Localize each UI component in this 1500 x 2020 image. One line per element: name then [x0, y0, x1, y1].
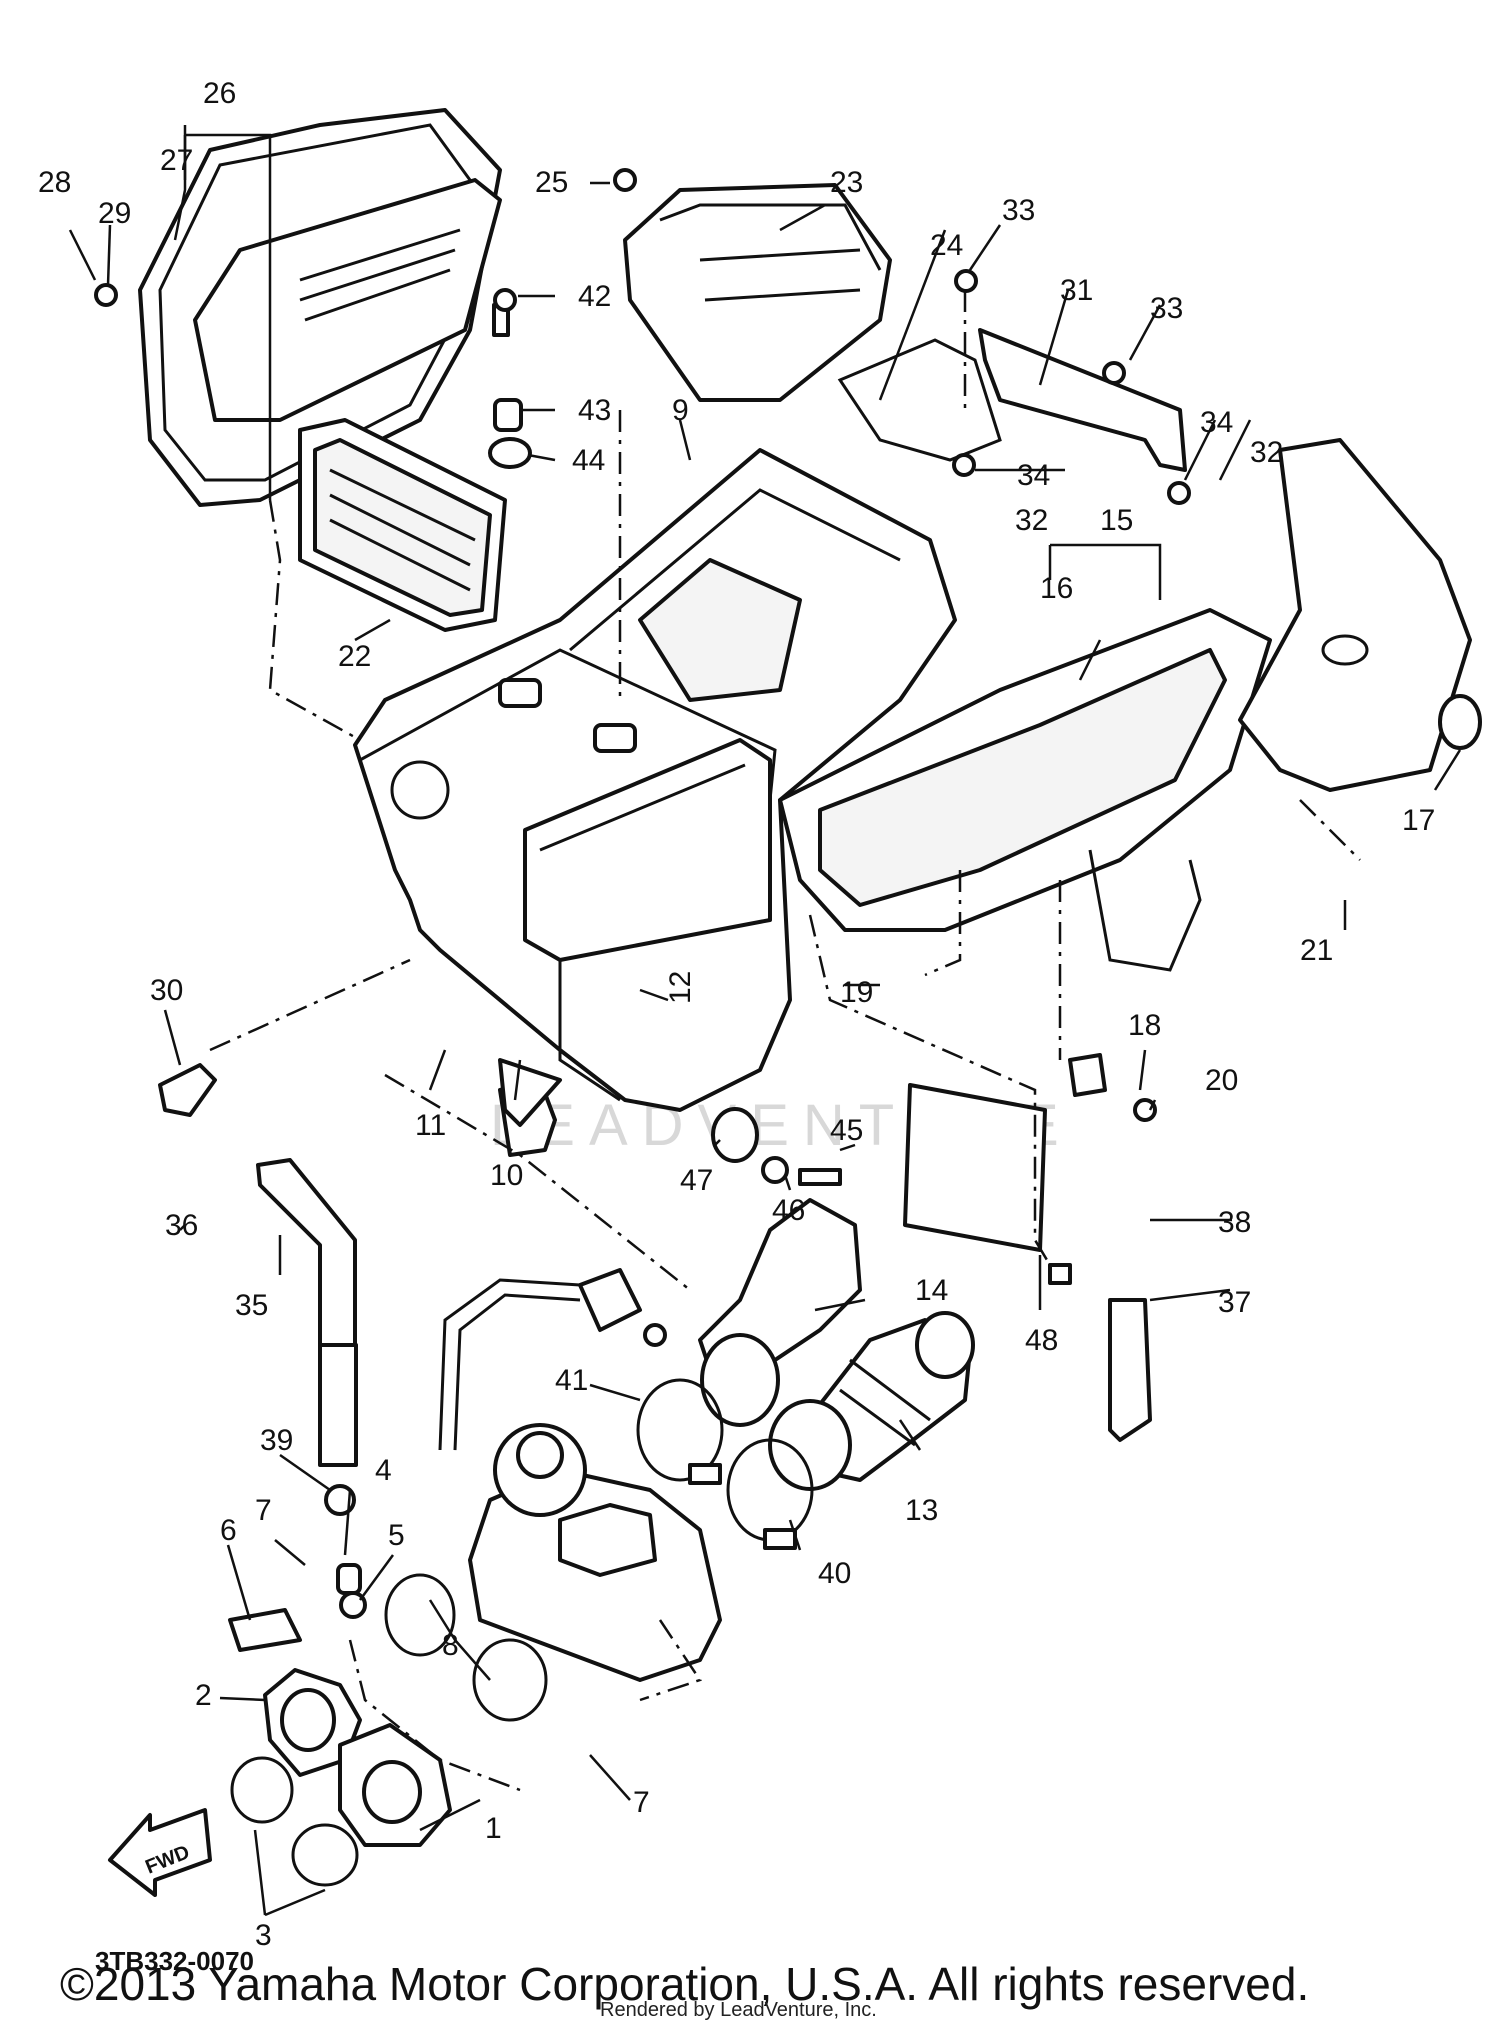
assembly-lines	[209, 290, 1361, 1792]
air-filter-element	[298, 418, 507, 632]
air-cleaner-cover	[138, 108, 502, 507]
callout-43: 43	[578, 394, 611, 427]
callout-16: 16	[1040, 572, 1073, 605]
callout-7b: 7	[633, 1786, 650, 1819]
callout-13: 13	[905, 1494, 938, 1527]
callout-33: 33	[1002, 194, 1035, 227]
callout-5: 5	[388, 1519, 405, 1552]
callout-48: 48	[1025, 1324, 1058, 1357]
callout-3: 3	[255, 1919, 272, 1952]
callout-14: 14	[915, 1274, 948, 1307]
drain-hose	[1108, 1298, 1152, 1442]
air-box-main	[353, 448, 957, 1112]
callout-12: 12	[664, 971, 697, 1004]
breather-hose	[256, 1158, 358, 1467]
callout-21: 21	[1300, 934, 1333, 967]
joint-clamps	[384, 1573, 548, 1722]
callout-20: 20	[1205, 1064, 1238, 1097]
leader-lines	[68, 125, 1462, 1917]
diagram-code: 3TB332-0070	[95, 1946, 254, 1976]
callout-11: 11	[415, 1109, 446, 1142]
callout-10: 10	[490, 1159, 523, 1192]
callout-32b: 32	[1015, 504, 1048, 537]
callout-46: 46	[772, 1194, 805, 1227]
callout-9: 9	[672, 394, 689, 427]
intake-joints	[698, 1198, 975, 1491]
bracket	[978, 328, 1187, 472]
callout-23: 23	[830, 166, 863, 199]
callout-34b: 34	[1017, 459, 1050, 492]
small-parts	[94, 168, 1482, 1652]
copyright-notice: ©2013 Yamaha Motor Corporation, U.S.A. A…	[60, 1958, 1309, 2010]
callout-2: 2	[195, 1679, 212, 1712]
callout-28: 28	[38, 166, 71, 199]
carburetor-assembly	[438, 1268, 722, 1702]
callout-35: 35	[235, 1289, 268, 1322]
callout-39: 39	[260, 1424, 293, 1457]
carburetor-joints	[230, 1668, 452, 1887]
callout-45: 45	[830, 1114, 863, 1147]
callout-19: 19	[840, 976, 873, 1009]
callout-18: 18	[1128, 1009, 1161, 1042]
callout-22: 22	[338, 640, 371, 673]
callout-36: 36	[165, 1209, 198, 1242]
callout-7: 7	[255, 1494, 272, 1527]
callout-31: 31	[1060, 274, 1093, 307]
callout-40: 40	[818, 1557, 851, 1590]
callout-15: 15	[1100, 504, 1133, 537]
callout-41: 41	[555, 1364, 588, 1397]
callout-30: 30	[150, 974, 183, 1007]
callout-6: 6	[220, 1514, 237, 1547]
callout-33b: 33	[1150, 292, 1183, 325]
callout-25: 25	[535, 166, 568, 199]
callout-34: 34	[1200, 406, 1233, 439]
hose-clamps	[636, 1378, 814, 1550]
callout-29: 29	[98, 197, 131, 230]
callout-38: 38	[1218, 1206, 1251, 1239]
air-duct-assembly	[778, 438, 1472, 972]
callout-26: 26	[203, 77, 236, 110]
callout-24: 24	[930, 229, 963, 262]
callout-labels: 1 2 3 4 5 6 7 7 8 9 10 11 12 13 14 15 16…	[38, 77, 1435, 1952]
callout-42: 42	[578, 280, 611, 313]
gasket	[837, 338, 1002, 462]
callout-4: 4	[375, 1454, 392, 1487]
callout-17: 17	[1402, 804, 1435, 837]
callout-32: 32	[1250, 436, 1283, 469]
callout-47: 47	[680, 1164, 713, 1197]
rendered-by: Rendered by LeadVenture, Inc.	[600, 1999, 877, 2020]
callout-44: 44	[572, 444, 605, 477]
callout-27: 27	[160, 144, 193, 177]
callout-37: 37	[1218, 1286, 1251, 1319]
callout-8: 8	[442, 1629, 459, 1662]
fwd-arrow-icon: FWD	[108, 1808, 212, 1897]
intake-cover	[623, 183, 892, 402]
callout-1: 1	[485, 1812, 502, 1845]
